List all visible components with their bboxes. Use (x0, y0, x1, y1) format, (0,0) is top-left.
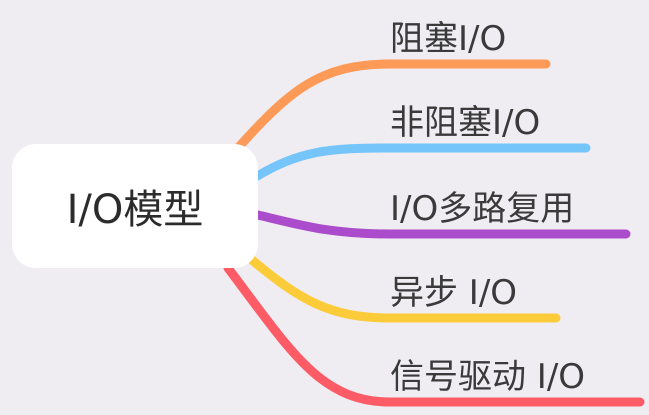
branch-label-2[interactable]: I/O多路复用 (390, 189, 575, 229)
branch-line-0 (231, 59, 551, 155)
branch-label-1[interactable]: 非阻塞I/O (390, 103, 541, 143)
root-label: I/O模型 (66, 187, 204, 233)
branch-label-4[interactable]: 信号驱动 I/O (390, 357, 586, 397)
branch-label-3[interactable]: 异步 I/O (390, 273, 518, 313)
branch-label-0[interactable]: 阻塞I/O (390, 19, 507, 59)
root-node[interactable]: I/O模型 (12, 144, 258, 268)
branch-line-2 (253, 210, 631, 239)
branch-line-4 (223, 263, 645, 407)
branch-line-3 (247, 255, 561, 323)
branch-line-1 (249, 143, 591, 183)
